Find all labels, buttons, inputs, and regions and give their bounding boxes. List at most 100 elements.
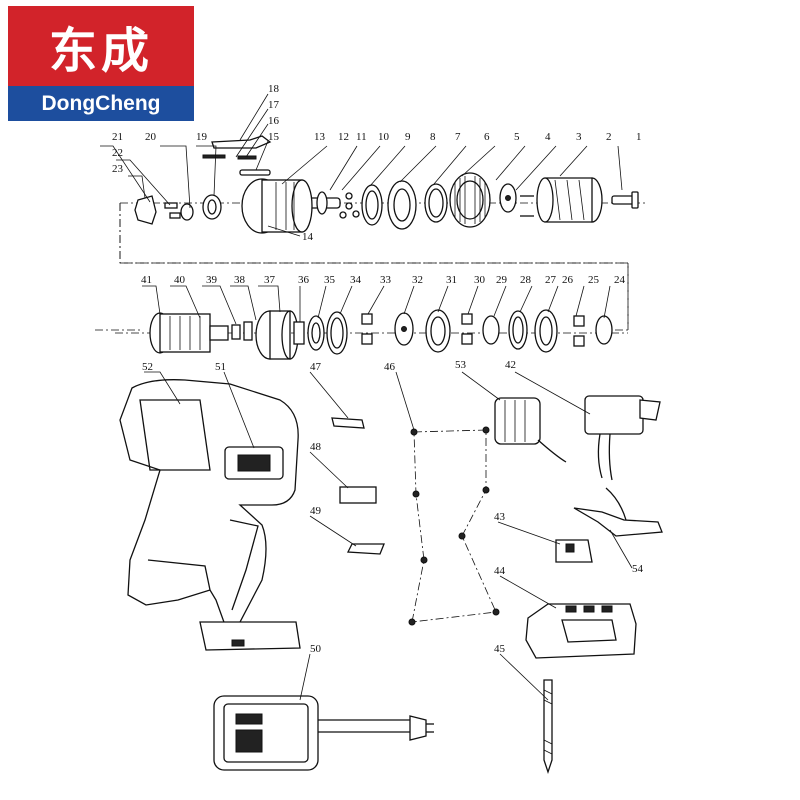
- callout-28: 28: [520, 274, 532, 286]
- callout-39: 39: [206, 274, 218, 286]
- callout-46: 46: [384, 361, 396, 373]
- part-7-8-spring-plate: [387, 180, 417, 230]
- part-52-drill-housing: [119, 379, 301, 651]
- part-24-sun-carrier: [595, 315, 613, 345]
- part-5-clutch-ring: [449, 172, 491, 228]
- logo-english-panel: DongCheng: [8, 86, 194, 121]
- part-23-nut: [134, 195, 157, 225]
- part-51-display-panel: [224, 446, 284, 480]
- logo-english-text: DongCheng: [41, 91, 161, 115]
- callout-3: 3: [576, 131, 582, 143]
- part-30-planet-gears: [461, 313, 473, 345]
- part-31-ring-gear: [425, 309, 451, 353]
- logo-chinese-panel: 东成: [8, 6, 194, 86]
- part-34-ring-gear: [326, 311, 348, 355]
- part-53-motor-connector: [494, 397, 567, 463]
- callout-24: 24: [614, 274, 626, 286]
- callout-leader-lines: [100, 93, 633, 701]
- callout-34: 34: [350, 274, 362, 286]
- callout-41: 41: [141, 274, 152, 286]
- part-9-washer: [361, 184, 383, 226]
- part-37-38-motor-housing: [255, 310, 299, 360]
- callout-50: 50: [310, 643, 322, 655]
- callout-49: 49: [310, 505, 322, 517]
- callout-16: 16: [268, 115, 280, 127]
- callout-6: 6: [484, 131, 490, 143]
- part-6-ring: [424, 183, 448, 223]
- callout-36: 36: [298, 274, 310, 286]
- part-21-22-screws: [164, 202, 181, 219]
- dongcheng-logo: 东成 DongCheng: [8, 6, 194, 121]
- callout-27: 27: [545, 274, 557, 286]
- part-33-planet-gears: [361, 313, 373, 345]
- callout-29: 29: [496, 274, 508, 286]
- callout-21: 21: [112, 131, 123, 143]
- callout-38: 38: [234, 274, 246, 286]
- part-48-label: [339, 486, 377, 504]
- part-45-driver-bit: [543, 679, 553, 775]
- callout-11: 11: [356, 131, 367, 143]
- part-44-battery: [525, 603, 637, 659]
- callout-18: 18: [268, 83, 280, 95]
- part-47-switch-tab: [331, 417, 365, 429]
- callout-4: 4: [545, 131, 551, 143]
- callout-31: 31: [446, 274, 457, 286]
- part-49-nameplate: [346, 543, 385, 555]
- part-46-wiring: [408, 426, 500, 626]
- callout-42: 42: [505, 359, 516, 371]
- callout-1: 1: [636, 131, 642, 143]
- part-36-brush-holder: [293, 321, 305, 345]
- callout-19: 19: [196, 131, 208, 143]
- callout-26: 26: [562, 274, 574, 286]
- callout-40: 40: [174, 274, 186, 286]
- part-50-charger: [213, 695, 434, 771]
- part-25-planet-gears: [573, 315, 585, 347]
- callout-37: 37: [264, 274, 276, 286]
- callout-52: 52: [142, 361, 153, 373]
- part-26-27-ring: [534, 309, 558, 353]
- part-42-switch: [584, 395, 661, 481]
- part-43-terminal-block: [555, 539, 593, 563]
- callout-12: 12: [338, 131, 349, 143]
- callout-13: 13: [314, 131, 326, 143]
- callout-17: 17: [268, 99, 280, 111]
- part-3-screws: [520, 195, 534, 217]
- part-28-washer: [508, 310, 528, 350]
- callout-22: 22: [112, 147, 123, 159]
- callout-7: 7: [455, 131, 461, 143]
- part-29-carrier: [482, 315, 500, 345]
- callout-33: 33: [380, 274, 392, 286]
- part-35-washer: [307, 315, 325, 351]
- part-4-flange: [499, 183, 517, 213]
- callout-44: 44: [494, 565, 506, 577]
- callout-30: 30: [474, 274, 486, 286]
- part-54-contact-plate: [573, 487, 663, 537]
- part-15-18-latch-set: [202, 135, 272, 176]
- callout-54: 54: [632, 563, 644, 575]
- callout-45: 45: [494, 643, 506, 655]
- callout-8: 8: [430, 131, 436, 143]
- part-32-carrier: [394, 312, 414, 346]
- callout-20: 20: [145, 131, 157, 143]
- part-2-chuck: [536, 177, 603, 223]
- callout-25: 25: [588, 274, 600, 286]
- callout-2: 2: [606, 131, 612, 143]
- part-19-collar: [202, 194, 222, 220]
- callout-14: 14: [302, 231, 314, 243]
- callout-43: 43: [494, 511, 506, 523]
- part-1-screw: [611, 191, 639, 209]
- part-13-gearbox-housing: [241, 178, 313, 234]
- part-39-40-brush-parts: [231, 321, 253, 341]
- callout-48: 48: [310, 441, 322, 453]
- part-10-balls: [339, 192, 360, 219]
- callout-32: 32: [412, 274, 423, 286]
- callout-47: 47: [310, 361, 322, 373]
- callout-23: 23: [112, 163, 124, 175]
- callout-15: 15: [268, 131, 280, 143]
- callout-5: 5: [514, 131, 520, 143]
- callout-10: 10: [378, 131, 390, 143]
- callout-35: 35: [324, 274, 336, 286]
- callout-51: 51: [215, 361, 226, 373]
- part-20-washer: [180, 203, 194, 221]
